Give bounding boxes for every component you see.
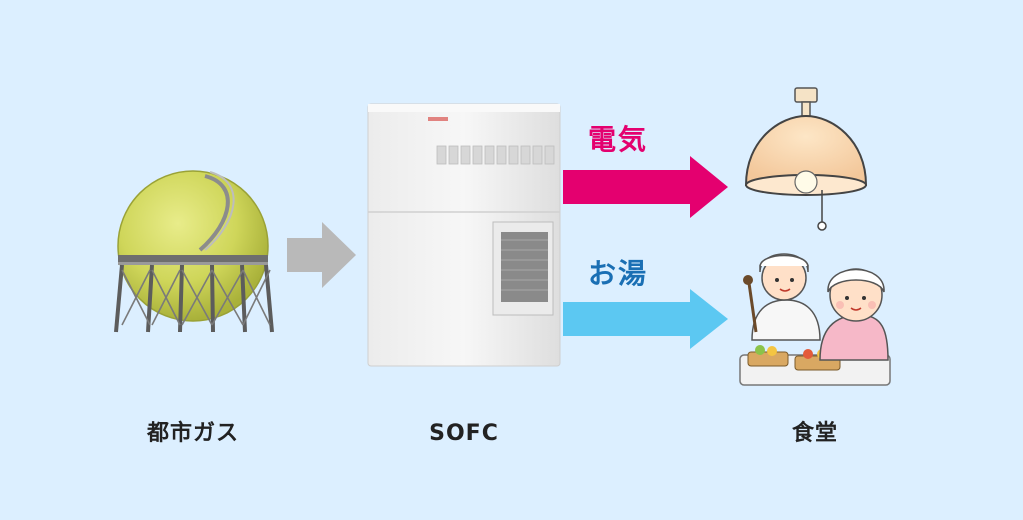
- electricity-label: 電気: [588, 123, 649, 156]
- gas-tank-icon: [114, 170, 274, 333]
- hot-water-flow-arrow: [563, 289, 728, 349]
- sofc-label: SOFC: [429, 421, 499, 446]
- gas-label: 都市ガス: [146, 421, 239, 446]
- cafeteria-workers-icon: [739, 253, 891, 386]
- fuel-cell-unit-icon: [367, 103, 561, 367]
- electricity-flow-arrow: [563, 156, 728, 218]
- ceiling-lamp-icon: [744, 87, 868, 231]
- hot-water-label: お湯: [588, 257, 649, 290]
- cafeteria-label: 食堂: [791, 421, 838, 446]
- gas-flow-arrow: [287, 222, 356, 288]
